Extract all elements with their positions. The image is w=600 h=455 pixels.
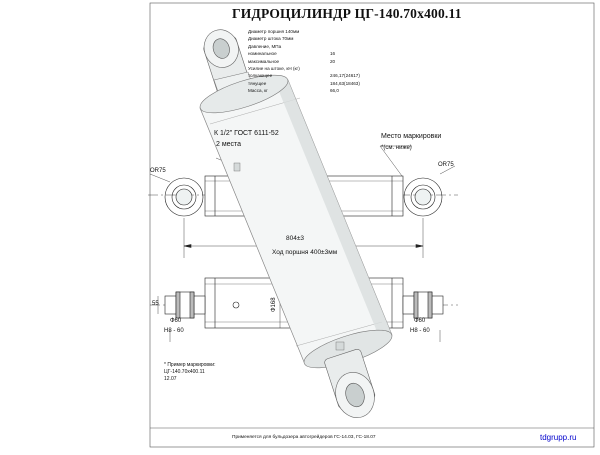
radius-right-label: ОR75	[438, 162, 454, 168]
note-line: * Пример маркировки:	[164, 362, 216, 368]
spec-value	[330, 43, 374, 50]
drawing-title: ГИДРОЦИЛИНДР ЦГ-140.70х400.11	[232, 6, 462, 21]
stroke-dimension: Ход поршня 400±3мм	[272, 249, 338, 256]
barrel-diameter-label: Ф168	[271, 297, 277, 312]
spec-label: тянущее	[248, 80, 267, 86]
marking-see-label: *(см. ниже)	[381, 145, 412, 151]
cylinder-3d-render	[199, 29, 393, 418]
spec-row: Диаметр штока 70мм	[248, 35, 374, 42]
site-link[interactable]: tdgrupp.ru	[540, 433, 577, 442]
spec-label: Диаметр поршня 140мм	[248, 29, 300, 34]
spec-value	[330, 65, 374, 72]
diameter-left-label: Ф60	[170, 318, 182, 324]
applicability-note: Применяется для бульдозера автогрейдеров…	[232, 435, 376, 440]
spec-row: тянущее 184,63(18463)	[248, 80, 374, 87]
spec-row: Усилие на штоке, кН (кг)	[248, 65, 374, 72]
spec-row: Давление, МПа	[248, 43, 374, 50]
width-label: 55	[152, 301, 159, 307]
spec-value: 20	[330, 58, 336, 64]
spec-value: 246,17(24617)	[330, 73, 360, 79]
spec-label: номинальное	[248, 51, 277, 57]
spec-value: 66,0	[330, 88, 339, 94]
spec-row: Масса, кг 66,0	[248, 87, 374, 94]
fit-right-label: Н8 - 60	[410, 328, 430, 334]
spec-row: номинальное 16	[248, 50, 374, 57]
spec-label: максимальное	[248, 58, 280, 64]
rod-eye-bottom	[324, 348, 376, 418]
length-dimension: 804±3	[286, 235, 305, 242]
spec-value	[330, 35, 374, 42]
spec-row: толкающее 246,17(24617)	[248, 72, 374, 79]
spec-value	[330, 28, 374, 35]
sheet-frame	[149, 2, 595, 448]
spec-label: Масса, кг	[248, 88, 268, 94]
spec-label: Усилие на штоке, кН (кг)	[248, 65, 300, 71]
spec-row: Диаметр поршня 140мм	[248, 28, 374, 35]
spec-value: 16	[330, 51, 336, 57]
spec-label: толкающее	[248, 73, 273, 79]
spec-row: максимальное 20	[248, 58, 374, 65]
radius-left-label: ОR75	[150, 168, 166, 174]
marking-place-label: Место маркировки	[381, 133, 442, 140]
note-line: ЦГ-140.70х400.11	[164, 369, 205, 375]
spec-label: Давление, МПа	[248, 43, 282, 49]
diameter-right-label: Ф60	[414, 318, 426, 324]
spec-value: 184,63(18463)	[330, 80, 360, 86]
port-label: К 1/2" ГОСТ 6111-52	[214, 130, 279, 137]
marking-note: * Пример маркировки: ЦГ-140.70х400.11 12…	[164, 362, 215, 383]
spec-table: Диаметр поршня 140мм Диаметр штока 70мм …	[248, 28, 374, 95]
port-qty-label: 2 места	[216, 141, 242, 148]
fit-left-label: Н8 - 60	[164, 328, 184, 334]
spec-label: Диаметр штока 70мм	[248, 36, 294, 42]
note-line: 12.07	[164, 376, 177, 382]
